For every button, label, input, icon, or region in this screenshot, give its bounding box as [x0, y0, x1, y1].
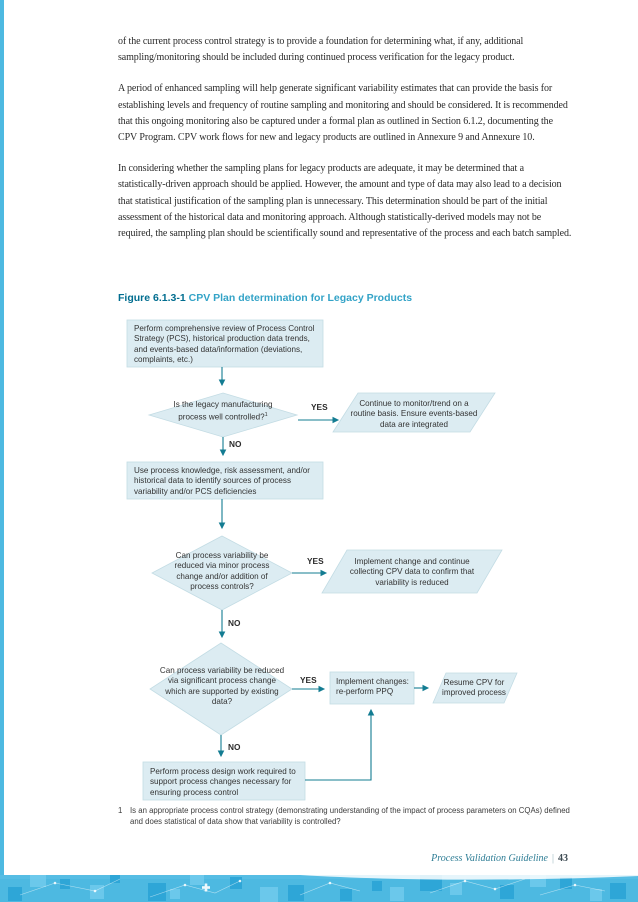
decision2-label: Can process variability be reduced via m… [174, 551, 270, 591]
figure-title: CPV Plan determination for Legacy Produc… [188, 292, 413, 304]
decision1-text: Is the legacy manufacturing process well… [173, 400, 273, 422]
footnote: 1 Is an appropriate process control stra… [118, 806, 580, 827]
page-footer: Process Validation Guideline| 43 [431, 853, 568, 864]
connector-design-to-implement [305, 708, 375, 781]
outcome2-parallelogram-shape [321, 549, 503, 594]
no-label-3: NO [228, 742, 241, 752]
outcome2-label: Implement change and continue collecting… [349, 557, 475, 587]
body-text: of the current process control strategy … [118, 34, 573, 257]
paragraph: In considering whether the sampling plan… [118, 163, 572, 240]
start-box-shape [126, 319, 324, 368]
figure-caption: Figure 6.1.3-1 CPV Plan determination fo… [118, 292, 412, 304]
paragraph: of the current process control strategy … [118, 36, 524, 64]
yes-label-2: YES [307, 556, 324, 566]
outcome3-parallelogram-shape [432, 672, 518, 704]
figure-number: Figure 6.1.3-1 [118, 292, 186, 304]
implement-changes-box-shape [329, 671, 415, 705]
outcome1-parallelogram-shape [332, 392, 496, 433]
decision1-label: Is the legacy manufacturing process well… [173, 400, 273, 423]
start-box-label: Perform comprehensive review of Process … [134, 324, 315, 364]
footer-document-title: Process Validation Guideline [431, 853, 548, 864]
footnote-text: Is an appropriate process control strate… [130, 806, 570, 826]
page-edge-accent-stripe [0, 0, 4, 902]
plus-icon [202, 883, 210, 892]
footnote-marker: 1 [118, 806, 123, 815]
no-label-1: NO [229, 439, 242, 449]
outcome3-label: Resume CPV for improved process [442, 678, 506, 698]
decision3-label: Can process variability be reduced via s… [159, 666, 285, 706]
footer-page-number: 43 [558, 853, 568, 864]
implement-changes-label: Implement changes: re-perform PPQ [336, 677, 409, 697]
design-box-shape [142, 761, 306, 801]
yes-label-1: YES [311, 402, 328, 412]
yes-label-3: YES [300, 675, 317, 685]
footer-separator: | [551, 853, 554, 864]
no-label-2: NO [228, 618, 241, 628]
assess-box-label: Use process knowledge, risk assessment, … [134, 466, 310, 496]
assess-box-shape [126, 461, 324, 500]
paragraph: A period of enhanced sampling will help … [118, 83, 568, 144]
footnote-ref: 1 [264, 412, 268, 419]
design-box-label: Perform process design work required to … [150, 767, 296, 797]
decorative-bottom-band [0, 875, 638, 902]
outcome1-label: Continue to monitor/trend on a routine b… [350, 399, 478, 429]
